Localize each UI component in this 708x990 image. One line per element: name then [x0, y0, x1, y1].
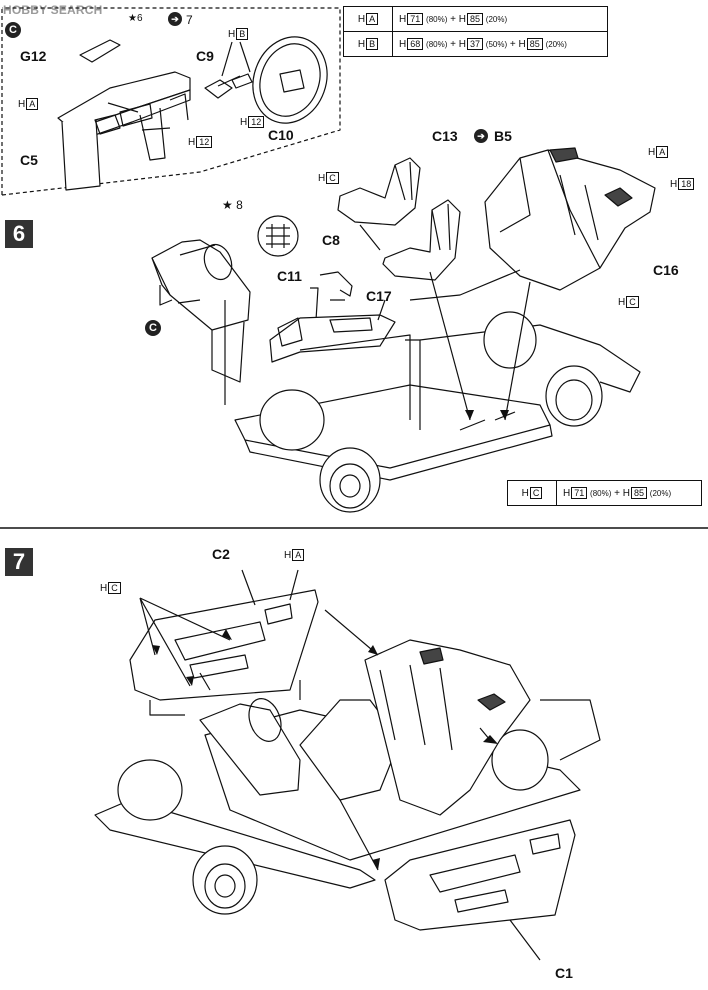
step6-star-ref-icon	[257, 215, 299, 257]
inset-marker-c: C	[5, 22, 21, 38]
step6-front-seat-c13a	[337, 157, 421, 226]
visor-part-g12	[79, 39, 121, 63]
part-label-c13: C13	[432, 128, 458, 144]
part-label-c5: C5	[20, 152, 38, 168]
step6-inset-marker-c: C	[145, 320, 161, 336]
part-label-c16: C16	[653, 262, 679, 278]
step6-gear-c8	[310, 271, 353, 321]
part-label-g12: G12	[20, 48, 47, 64]
inset-dashed-frame	[1, 7, 341, 196]
part-label-c2: C2	[212, 546, 230, 562]
step-number-6: 6	[5, 220, 33, 248]
part-label-c9: C9	[196, 48, 214, 64]
step7-door-c1	[384, 819, 576, 931]
dashboard-part-c5	[57, 71, 191, 191]
step7-door-c2	[129, 589, 319, 716]
step7-dash-and-seats	[199, 639, 531, 816]
step6-chassis	[234, 311, 641, 513]
part-label-c17: C17	[366, 288, 392, 304]
step-number-7: 7	[5, 548, 33, 576]
step6-star-ref: ★ 8	[222, 198, 243, 212]
step7-chassis	[94, 699, 601, 915]
inset-ref-step-arrow-icon: ➔	[168, 12, 182, 26]
inset-ref-step: 7	[186, 13, 193, 27]
part-label-c10: C10	[268, 127, 294, 143]
step6-console	[269, 314, 396, 363]
part-label-c8: C8	[322, 232, 340, 248]
part-label-c1: C1	[555, 965, 573, 981]
step6-front-seat-c13b	[382, 199, 461, 281]
inset-star-ref: ★6	[128, 13, 143, 24]
steering-column-c9	[204, 73, 253, 99]
part-label-c11: C11	[277, 268, 302, 284]
step6-dashboard	[151, 239, 251, 383]
step6-rear-seat-c16	[484, 147, 656, 291]
watermark-logo: HOBBY SEARCH	[3, 3, 103, 17]
part-label-b5: B5	[494, 128, 512, 144]
step6-ref-arrow-icon: ➔	[474, 129, 488, 143]
steering-wheel-c10	[252, 36, 328, 124]
